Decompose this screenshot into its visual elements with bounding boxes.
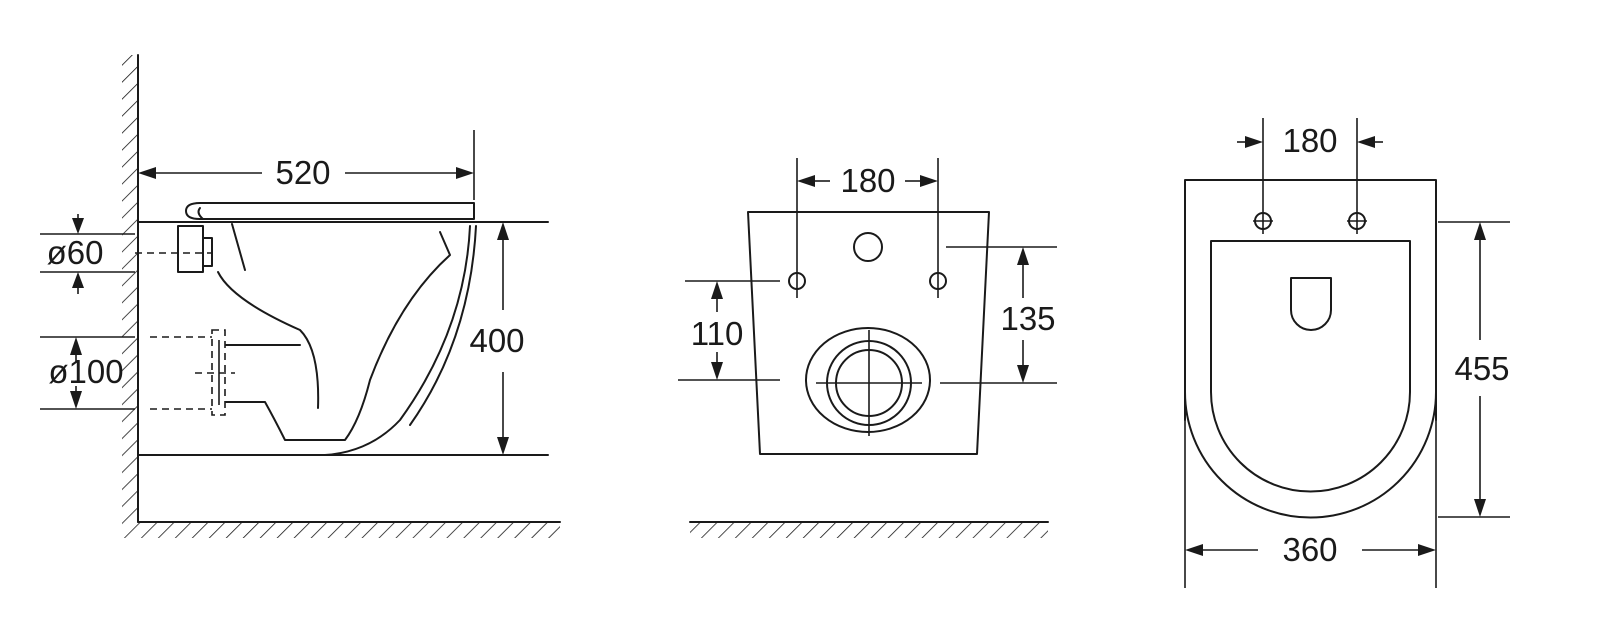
top-inner-outline (1210, 240, 1411, 493)
dim-top-360: 360 (1184, 420, 1437, 588)
dim-top-bolt-spacing-180: 180 (1237, 122, 1383, 159)
bolt-hole-left (788, 158, 806, 298)
rear-view: 180 110 135 (678, 158, 1057, 538)
dim-height-400: 400 (469, 222, 525, 455)
toilet-side-outline (137, 202, 549, 456)
bolt-hole-right (929, 158, 947, 298)
dim-length-520: 520 (137, 130, 475, 200)
dim-label-diameter-60: ø60 (47, 234, 104, 271)
side-view: 520 400 ø60 ø100 (40, 54, 561, 538)
dim-label-top-180: 180 (1282, 122, 1337, 159)
dim-label-135: 135 (1000, 300, 1055, 337)
rear-body-outline (747, 211, 990, 455)
dim-rear-bolt-spacing-180: 180 (797, 162, 938, 199)
dim-label-diameter-100: ø100 (48, 353, 123, 390)
top-bolt-hole-left (1253, 118, 1273, 234)
top-view: 180 455 360 (1184, 118, 1510, 588)
dim-label-rear-180: 180 (840, 162, 895, 199)
top-bolt-hole-right (1347, 118, 1367, 234)
dim-rear-135: 135 (940, 246, 1057, 384)
floor (122, 521, 561, 538)
dim-label-110: 110 (691, 315, 744, 352)
outlet-rear (805, 327, 931, 436)
dim-top-455: 455 (1438, 221, 1510, 518)
inlet-hole (853, 232, 883, 262)
dim-label-360: 360 (1282, 531, 1337, 568)
dim-label-520: 520 (275, 154, 330, 191)
floor-rear (689, 521, 1049, 538)
dim-rear-110: 110 (678, 280, 780, 381)
dim-label-400: 400 (469, 322, 524, 359)
top-outer-outline (1184, 179, 1437, 519)
bowl-outlet-shape (1290, 277, 1332, 331)
dim-inlet-60: ø60 (40, 214, 135, 294)
dim-label-455: 455 (1454, 350, 1509, 387)
dim-outlet-100: ø100 (40, 336, 135, 410)
wall (122, 54, 139, 523)
